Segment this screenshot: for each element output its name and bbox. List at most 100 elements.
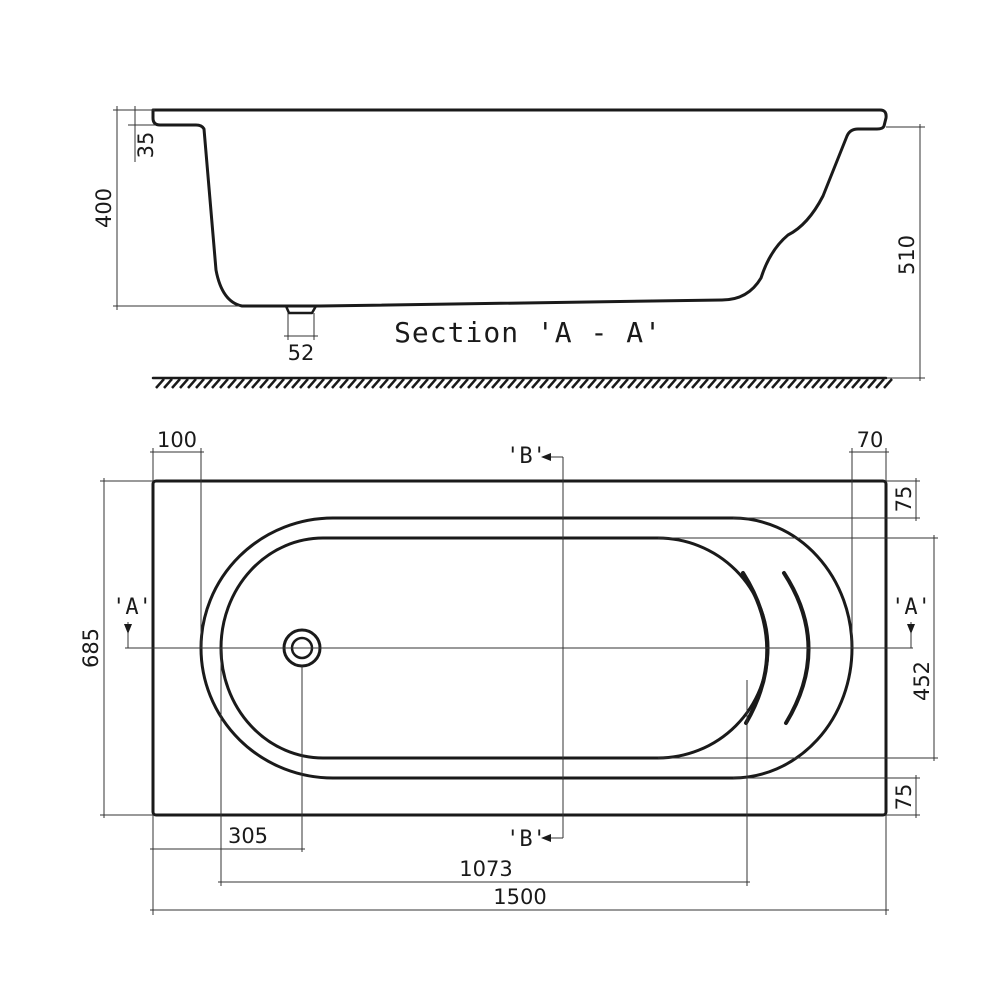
hatch-line [307,378,317,389]
hatch-line [683,378,693,389]
hatch-line [211,378,221,389]
hatch-line [475,378,485,389]
hatch-line [507,378,517,389]
hatch-line [731,378,741,389]
marker-b-bottom: 'B' [506,827,546,852]
marker-b-top: 'B' [506,444,546,469]
dim-waste-outlet: 52 [288,341,315,365]
hatch-line [315,378,325,389]
hatch-line [251,378,261,389]
hatch-line [843,378,853,389]
hatch-line [611,378,621,389]
dim-bottom-rim: 75 [892,784,916,811]
hatch-line [515,378,525,389]
hatch-line [155,378,165,389]
hatch-line [827,378,837,389]
hatch-line [707,378,717,389]
hatch-line [587,378,597,389]
hatch-line [723,378,733,389]
hatch-line [411,378,421,389]
marker-a-right: 'A' [891,595,931,620]
section-label: Section 'A - A' [394,316,662,349]
hatch-line [275,378,285,389]
hatch-line [675,378,685,389]
hatch-line [355,378,365,389]
hatch-line [451,378,461,389]
hatch-line [499,378,509,389]
hatch-line [323,378,333,389]
dim-left-rim: 100 [157,428,197,452]
hatch-line [235,378,245,389]
hatch-line [691,378,701,389]
dim-top-rim: 75 [892,486,916,513]
hatch-line [619,378,629,389]
hatch-line [483,378,493,389]
hatch-line [627,378,637,389]
hatch-line [547,378,557,389]
hatch-line [867,378,877,389]
hatch-line [571,378,581,389]
dim-overall-length: 1500 [493,885,546,909]
hatch-line [651,378,661,389]
hatch-line [531,378,541,389]
hatch-line [715,378,725,389]
hatch-line [219,378,229,389]
hatch-line [795,378,805,389]
hatch-line [851,378,861,389]
hatch-line [555,378,565,389]
hatch-line [267,378,277,389]
hatch-line [819,378,829,389]
hatch-line [779,378,789,389]
hatch-line [659,378,669,389]
hatch-line [171,378,181,389]
hatch-line [387,378,397,389]
waste-outlet [284,304,318,315]
hatch-line [771,378,781,389]
dim-inner-length: 1073 [459,857,512,881]
hatch-line [203,378,213,389]
hatch-line [163,378,173,389]
hatch-line [379,378,389,389]
hatch-line [635,378,645,389]
hatch-line [739,378,749,389]
hatch-line [187,378,197,389]
hatch-line [259,378,269,389]
hatch-line [283,378,293,389]
hatch-line [563,378,573,389]
hatch-line [667,378,677,389]
hatch-line [859,378,869,389]
hatch-line [395,378,405,389]
hatch-line [811,378,821,389]
hatch-line [755,378,765,389]
hatch-line [643,378,653,389]
hatch-line [595,378,605,389]
hatch-line [579,378,589,389]
basin-outer [199,516,854,780]
hatch-line [227,378,237,389]
dim-right-rim: 70 [857,428,884,452]
marker-a-left: 'A' [112,595,152,620]
hatch-line [195,378,205,389]
hatch-line [291,378,301,389]
hatch-line [419,378,429,389]
hatch-line [443,378,453,389]
tub-section-outline [151,108,888,308]
hatch-line [339,378,349,389]
dim-inner-width: 452 [910,661,934,701]
hatch-line [875,378,885,389]
hatch-line [763,378,773,389]
dim-drain-offset: 305 [228,824,268,848]
dim-overall-width: 685 [79,628,103,668]
hatch-line [523,378,533,389]
hatch-line [403,378,413,389]
hatch-line [491,378,501,389]
floor-hatching [155,378,893,389]
hatch-line [179,378,189,389]
hatch-line [787,378,797,389]
dim-rim-thickness: 35 [134,132,158,159]
hatch-line [459,378,469,389]
plan-view: 'A' 'A' 'B' 'B' 100 70 75 452 [79,428,938,915]
hatch-line [699,378,709,389]
hatch-line [803,378,813,389]
